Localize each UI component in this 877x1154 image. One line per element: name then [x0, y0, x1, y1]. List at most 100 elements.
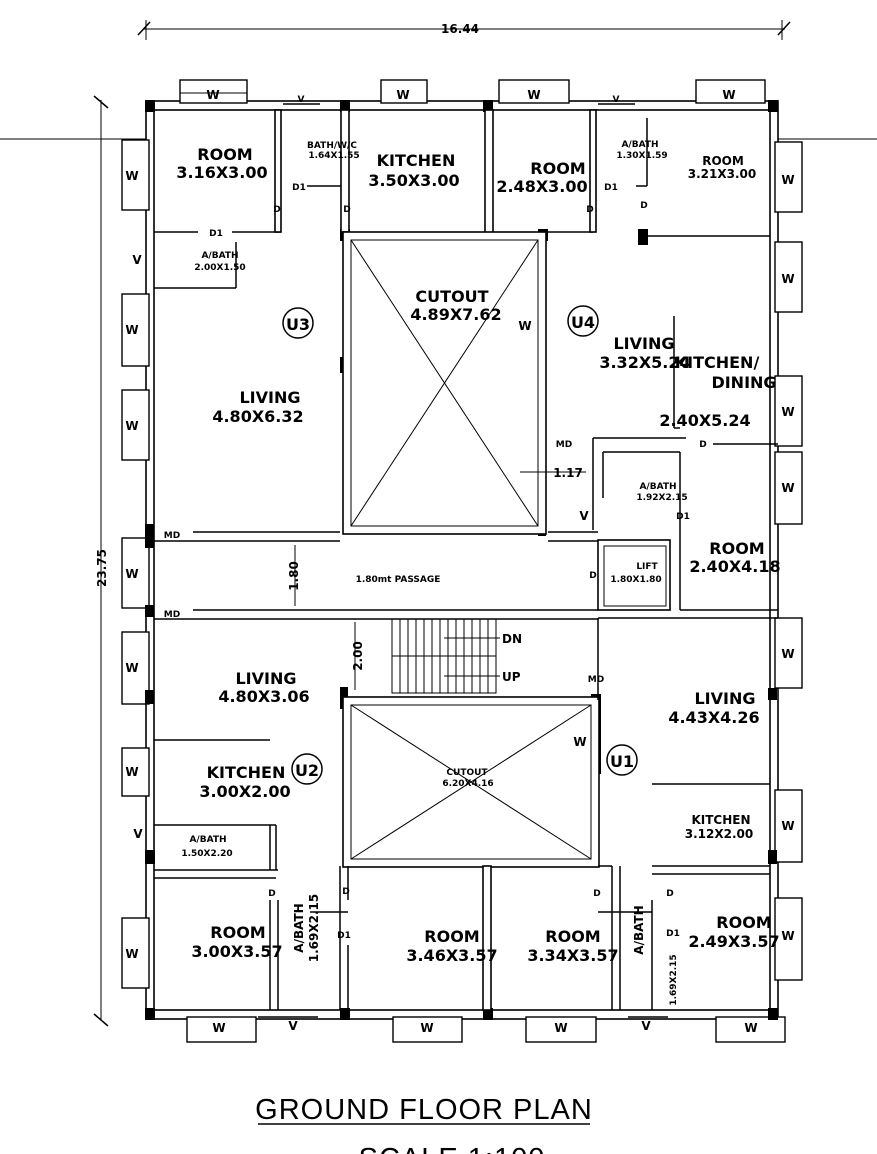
- u1-room1-size: 3.34X3.57: [527, 946, 618, 965]
- door-mark: D: [593, 889, 600, 899]
- passage-walls: [154, 531, 778, 620]
- window-mark: W: [125, 947, 138, 961]
- u2-bath-name: A/BATH: [292, 903, 306, 952]
- window-mark: W: [781, 647, 794, 661]
- u4-bath-name: A/BATH: [621, 140, 658, 150]
- u4-room3-name: ROOM: [709, 539, 764, 558]
- u3-bathwc-size: 1.64X1.55: [308, 151, 359, 161]
- bottom-windows: [186, 1016, 786, 1043]
- window-mark: W: [527, 88, 540, 102]
- door-mark: D: [273, 205, 280, 215]
- u3-abath-size: 2.00X1.50: [194, 263, 245, 273]
- u4-abath-name: A/BATH: [639, 482, 676, 492]
- top-windows: [179, 79, 766, 105]
- window-mark: W: [212, 1021, 225, 1035]
- cutout-bottom-symbol: [342, 696, 600, 868]
- u2-room2-size: 3.46X3.57: [406, 946, 497, 965]
- unit-u1-label: U1: [610, 752, 634, 771]
- u2-room1-name: ROOM: [210, 923, 265, 942]
- door1-mark: D1: [604, 183, 618, 193]
- u1-bath-size: 1.69X2.15: [669, 954, 679, 1005]
- u2-room2-name: ROOM: [424, 927, 479, 946]
- symbol-marks: W W W W V V W W W W W W W W W W W W W W …: [125, 88, 794, 1035]
- unit-u3-label: U3: [286, 315, 310, 334]
- door-mark: D: [640, 201, 647, 211]
- window-mark: W: [744, 1021, 757, 1035]
- window-mark: W: [781, 929, 794, 943]
- window-mark: W: [781, 481, 794, 495]
- u4-room3-size: 2.40X4.18: [689, 557, 780, 576]
- vent-mark: V: [133, 827, 143, 841]
- cutout-bottom-size: 6.20X4.16: [442, 779, 493, 789]
- u1-kitchen-size: 3.12X2.00: [685, 827, 753, 841]
- u4-bath-size: 1.30X1.59: [616, 151, 667, 161]
- u2-abath-name: A/BATH: [189, 835, 226, 845]
- u4-room1-name: ROOM: [530, 159, 585, 178]
- width-dim-label: 16.44: [441, 22, 479, 36]
- passage-label: 1.80mt PASSAGE: [356, 575, 441, 585]
- main-door-mark: MD: [164, 531, 180, 541]
- u1-kitchen-name: KITCHEN: [691, 813, 750, 827]
- height-dimension: 23.75: [93, 95, 109, 1027]
- window-mark: W: [125, 661, 138, 675]
- left-windows: [121, 139, 150, 989]
- plan-title: GROUND FLOOR PLAN: [255, 1094, 593, 1126]
- u3-abath-name: A/BATH: [201, 251, 238, 261]
- main-door-mark: MD: [164, 610, 180, 620]
- cutout-bottom-name: CUTOUT: [446, 768, 488, 778]
- unit-markers: U3 U4 U2 U1: [282, 305, 638, 785]
- drawing-title: GROUND FLOOR PLAN SCALE 1:100: [255, 1094, 593, 1154]
- u4-kitchen-size: 2.40X5.24: [659, 411, 750, 430]
- lobby-width-label: 1.17: [553, 466, 583, 480]
- main-door-mark: MD: [556, 440, 572, 450]
- plan-scale: SCALE 1:100: [359, 1143, 546, 1154]
- vent-mark: V: [288, 1019, 298, 1033]
- u4-living-size: 3.32X5.24: [599, 353, 690, 372]
- door1-mark: D1: [666, 929, 680, 939]
- stair-width-label: 2.00: [351, 641, 365, 671]
- window-mark: W: [781, 819, 794, 833]
- width-dimension: 16.44: [137, 20, 791, 40]
- vent-mark: V: [613, 95, 620, 105]
- door1-mark: D1: [209, 229, 223, 239]
- vent-mark: V: [641, 1019, 651, 1033]
- u3-living-size: 4.80X6.32: [212, 407, 303, 426]
- right-windows: [774, 141, 803, 981]
- main-door-mark: MD: [588, 675, 604, 685]
- cutout-top-name: CUTOUT: [415, 287, 488, 306]
- u1-living-name: LIVING: [694, 689, 755, 708]
- staircase: DN UP: [391, 618, 522, 694]
- lift-size: 1.80X1.80: [610, 575, 661, 585]
- u2-living-name: LIVING: [235, 669, 296, 688]
- u2-bath-size: 1.69X2.15: [307, 894, 321, 962]
- window-mark: W: [396, 88, 409, 102]
- interior-walls-bottom: [154, 618, 770, 1011]
- u1-living-size: 4.43X4.26: [668, 708, 759, 727]
- window-mark: W: [781, 173, 794, 187]
- window-mark: W: [206, 88, 219, 102]
- window-mark: W: [125, 419, 138, 433]
- passage-width-label: 1.80: [287, 561, 301, 591]
- vent-mark: V: [298, 95, 305, 105]
- door1-mark: D1: [292, 183, 306, 193]
- height-dim-label: 23.75: [95, 549, 109, 587]
- room-labels: ROOM 3.16X3.00 BATH/W/C 1.64X1.55 KITCHE…: [176, 140, 780, 1006]
- window-mark: W: [420, 1021, 433, 1035]
- u3-room-name: ROOM: [197, 145, 252, 164]
- window-mark: W: [781, 405, 794, 419]
- unit-u2-label: U2: [295, 761, 319, 780]
- u1-bath-name: A/BATH: [632, 905, 646, 954]
- u2-kitchen-name: KITCHEN: [207, 763, 286, 782]
- u4-kitchen-name-b: DINING: [711, 373, 776, 392]
- u2-room1-size: 3.00X3.57: [191, 942, 282, 961]
- window-mark: W: [518, 319, 531, 333]
- u3-living-name: LIVING: [239, 388, 300, 407]
- u4-living-name: LIVING: [613, 334, 674, 353]
- u1-room1-name: ROOM: [545, 927, 600, 946]
- u4-abath-size: 1.92X2.15: [636, 493, 687, 503]
- u2-living-size: 4.80X3.06: [218, 687, 309, 706]
- door-mark: D: [268, 889, 275, 899]
- window-mark: W: [125, 169, 138, 183]
- u4-kitchen-name-a: KITCHEN/: [675, 353, 760, 372]
- window-mark: W: [125, 323, 138, 337]
